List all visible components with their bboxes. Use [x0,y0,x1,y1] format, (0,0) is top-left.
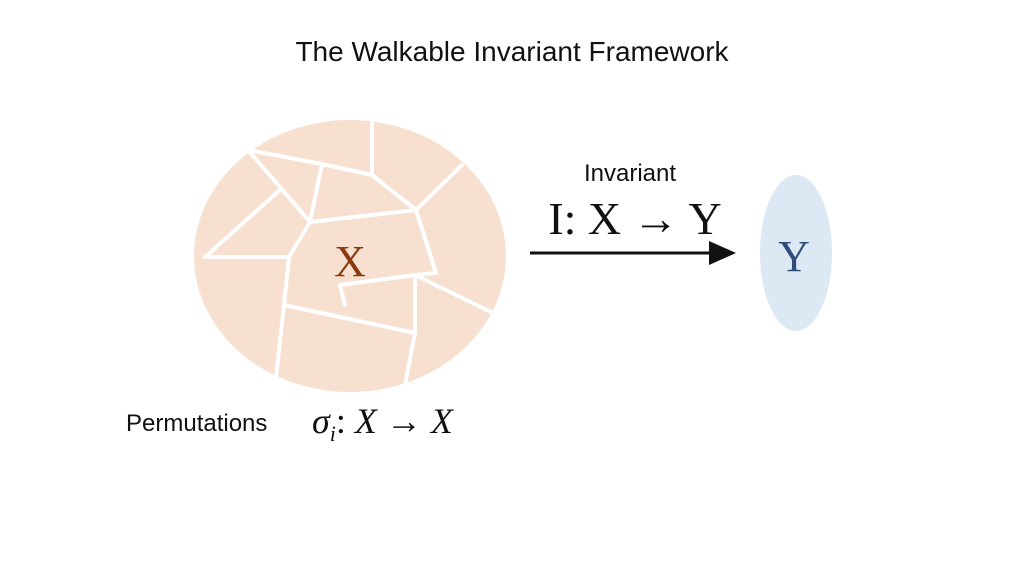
formula-codomain: X [430,401,453,441]
partition-lines [203,121,497,392]
invariant-map-label: I: X → Y [548,193,722,244]
domain-set-x [194,120,506,392]
domain-label: X [334,237,366,286]
page-title: The Walkable Invariant Framework [295,36,729,67]
formula-colon: : [335,401,346,441]
invariant-caption: Invariant [583,160,677,187]
permutations-label: Permutations [126,410,268,437]
sigma-subscript: i [329,421,336,447]
permutation-formula: σi: X → X [312,400,453,447]
codomain-set-y [760,175,832,331]
sigma-symbol: σ [312,401,330,441]
formula-arrow: → [385,401,422,441]
formula-domain: X [354,401,377,441]
codomain-label: Y [778,232,810,281]
